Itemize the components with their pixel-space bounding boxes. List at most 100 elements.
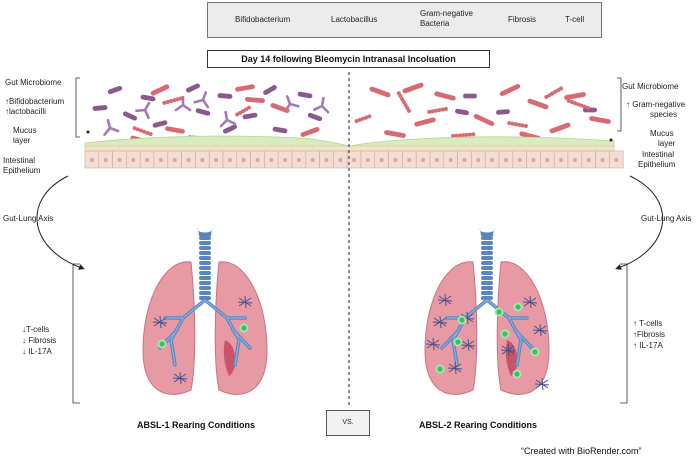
lactobacillus-cell [463,93,477,99]
right-microbiome-change-1: ↑ Gram-negative [626,100,686,109]
t-cell-nucleus [437,366,443,372]
gram-negative-cell [473,113,495,127]
epithelial-nucleus [214,158,219,162]
gram-negative-cell [499,83,521,97]
bifidobacterium-cell [103,118,120,136]
gram-negative-chain [354,114,372,124]
gram-negative-chain [544,86,564,99]
left-lobe [142,261,196,395]
lactobacillus-cell [140,94,156,102]
left-mucus-label: Mucus [13,126,37,135]
right-condition-label: ABSL-2 Rearing Conditions [419,420,538,430]
gram-negative-chain [396,91,411,113]
epithelial-nucleus [103,158,108,162]
left-mucus-pointer [86,130,90,134]
left-gut-lung-arrow [36,175,85,270]
epithelial-nucleus [559,158,564,162]
trachea-ring [481,251,493,255]
legend-gram-negative-label-line2: Bacteria [420,19,450,28]
fibrosis-mark [425,337,441,351]
credit-text: “Created with BioRender.com” [521,446,642,456]
left-microbiome-bracket [75,77,80,138]
trachea-ring [199,266,211,270]
bifidobacterium-cell [193,91,210,109]
legend-fibrosis-label: Fibrosis [508,15,537,24]
right-lung-change-3: ↑ IL-17A [633,341,663,350]
t-cell-nucleus [502,331,508,337]
lactobacillus-cell [496,109,510,115]
epithelial-nucleus [186,158,191,162]
epithelial-nucleus [600,158,605,162]
epithelial-nucleus [531,158,536,162]
gram-negative-chain [132,126,153,137]
right-lobe [496,261,550,395]
lactobacillus-cell [455,108,469,116]
trachea-ring [199,291,211,295]
intestinal-epithelium [84,150,624,169]
trachea-ring [481,276,493,280]
gram-negative-chain [162,96,183,105]
trachea-ring [199,251,211,255]
right-lung-bracket [620,263,628,404]
epithelial-nucleus [89,158,94,162]
epithelial-nucleus [407,158,412,162]
legend: Bifidobacterium Lactobacillus Gram-negat… [207,2,602,38]
trachea-ring [199,286,211,290]
epithelial-nucleus [421,158,426,162]
trachea-ring [199,281,211,285]
t-cell-nucleus [496,309,502,315]
epithelial-nucleus [158,158,163,162]
gram-negative-chain [235,105,251,117]
heart-notch [223,340,236,376]
left-lobe [424,261,478,395]
epithelial-nucleus [476,158,481,162]
trachea-ring [481,271,493,275]
epithelial-nucleus [614,158,619,162]
lactobacillus-cell [217,93,233,99]
gram-negative-cell [434,91,456,101]
fibrosis-mark [460,338,476,352]
epithelial-nucleus [131,158,136,162]
legend-lactobacillus-label: Lactobacillus [331,15,378,24]
lactobacillus-cell [92,105,108,111]
epithelial-nucleus [434,158,439,162]
lactobacillus-cell [222,124,238,134]
right-mucus-pointer [609,138,613,142]
fibrosis-mark [534,377,550,391]
epithelial-nucleus [490,158,495,162]
right-epithelium-label-line2: Epithelium [638,160,676,169]
lactobacillus-cell [263,85,277,95]
gram-negative-cell [245,96,265,104]
left-microbiome-change-1: ↑Bifidobacterium [5,97,65,106]
epithelial-nucleus [283,158,288,162]
t-cell-nucleus [159,341,165,347]
fibrosis-mark [437,293,453,307]
trachea-ring [481,296,493,300]
trachea-ring [199,261,211,265]
left-lungs [142,228,268,395]
right-microbiome-bracket [617,77,622,132]
fibrosis-mark [237,295,253,309]
epithelial-nucleus [352,158,357,162]
right-mucus-label: Mucus [650,129,674,138]
lactobacillus-cell [195,108,211,116]
left-lung-change-1: ↓T-cells [22,325,50,334]
right-lungs [424,228,550,395]
epithelial-nucleus [241,158,246,162]
epithelial-nucleus [338,158,343,162]
vs-box: VS. [326,410,370,436]
gram-negative-chain [507,121,528,129]
trachea-ring [481,266,493,270]
gram-negative-cell [527,98,549,110]
lactobacillus-cell [272,126,288,134]
gram-negative-chain [566,98,590,110]
epithelial-nucleus [545,158,550,162]
t-cell-nucleus [459,317,465,323]
right-epithelium-label: Intestinal [642,150,675,159]
gram-negative-chain [427,106,448,114]
trachea-ring [481,291,493,295]
left-lung-change-3: ↓ IL-17A [22,347,52,356]
epithelial-nucleus [117,158,122,162]
t-cell-nucleus [241,325,247,331]
